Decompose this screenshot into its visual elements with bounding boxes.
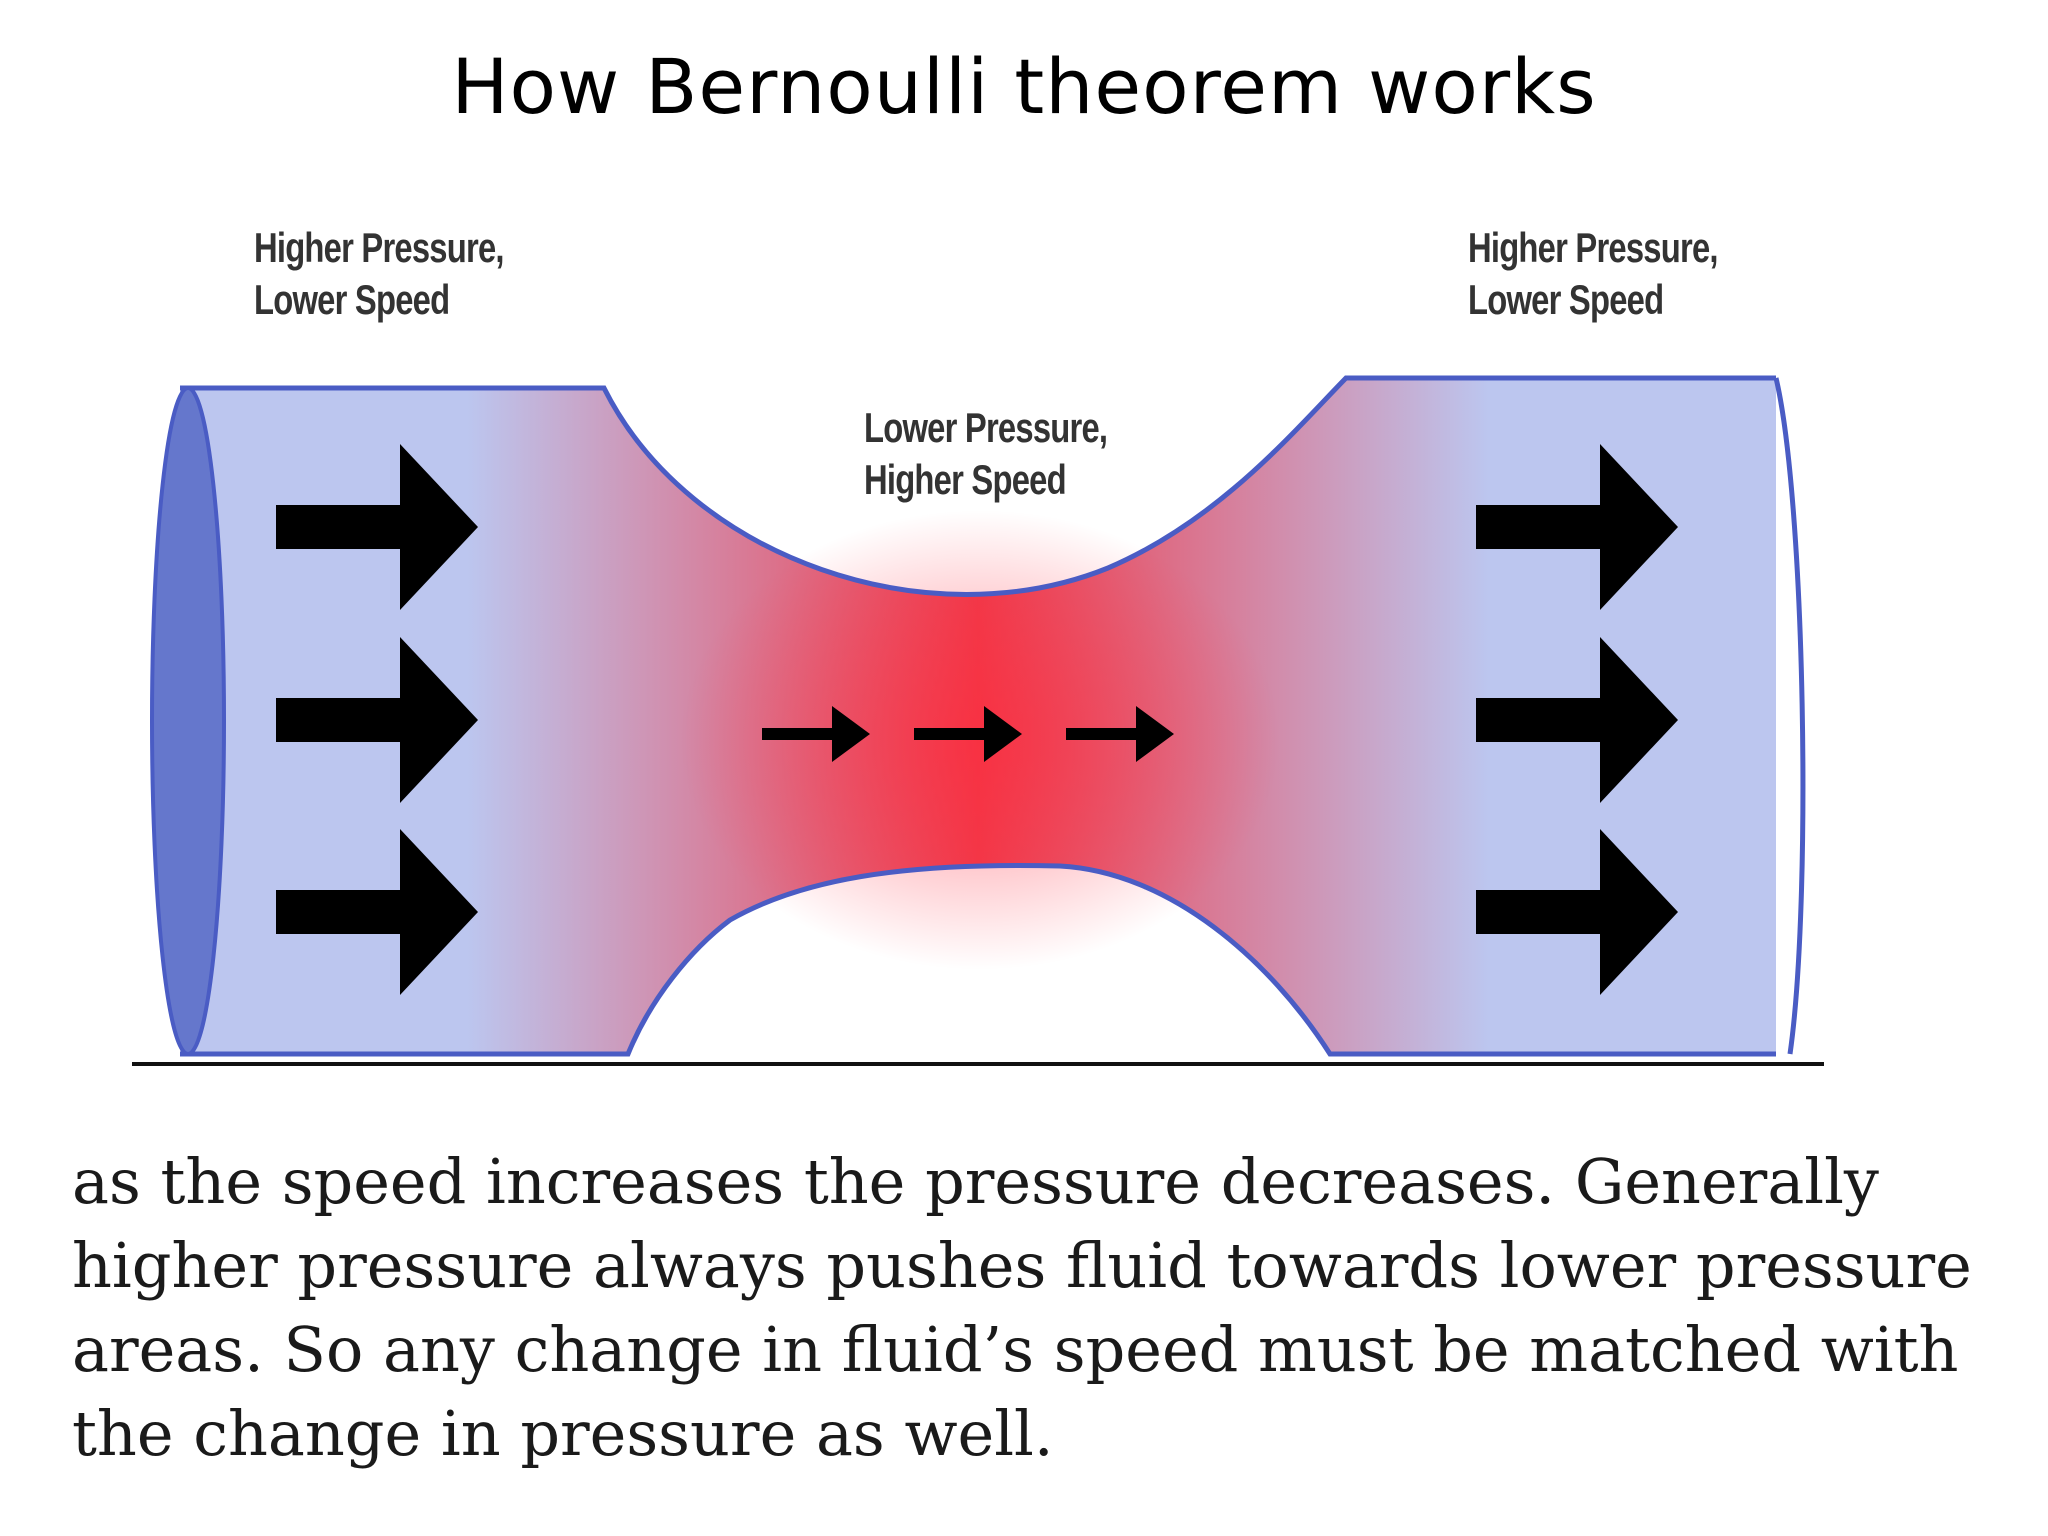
arrow-icon [1476,444,1678,610]
tube-bottom-wall [180,862,1776,1057]
arrow-icon [276,637,478,803]
tube-top-wall [180,375,1776,597]
arrow-icon [276,829,478,995]
venturi-tube-illustration [132,375,1824,1066]
label-outlet: Higher Pressure, Lower Speed [1468,222,1719,326]
arrow-icon [914,706,1022,762]
page-title: How Bernoulli theorem works [451,42,1597,131]
explanation-paragraph: as the speed increases the pressure decr… [72,1145,1972,1470]
middle-flow-arrows [762,706,1174,762]
arrow-icon [1476,637,1678,803]
label-inlet-line2: Lower Speed [254,276,450,323]
label-inlet: Higher Pressure, Lower Speed [254,222,505,326]
left-flow-arrows [276,444,478,995]
label-outlet-line2: Lower Speed [1468,276,1664,323]
label-constriction: Lower Pressure, Higher Speed [864,402,1108,506]
arrow-icon [762,706,870,762]
label-constriction-line1: Lower Pressure, [864,404,1108,451]
arrow-icon [276,444,478,610]
tube-right-end [1773,377,1806,1055]
arrow-icon [1066,706,1174,762]
bernoulli-diagram: Higher Pressure, Lower Speed Lower Press… [132,222,1824,1066]
right-flow-arrows [1476,444,1678,995]
pipe-opening [150,386,226,1056]
label-constriction-line2: Higher Speed [864,456,1067,503]
label-inlet-line1: Higher Pressure, [254,224,505,271]
arrow-icon [1476,829,1678,995]
label-outlet-line1: Higher Pressure, [1468,224,1719,271]
